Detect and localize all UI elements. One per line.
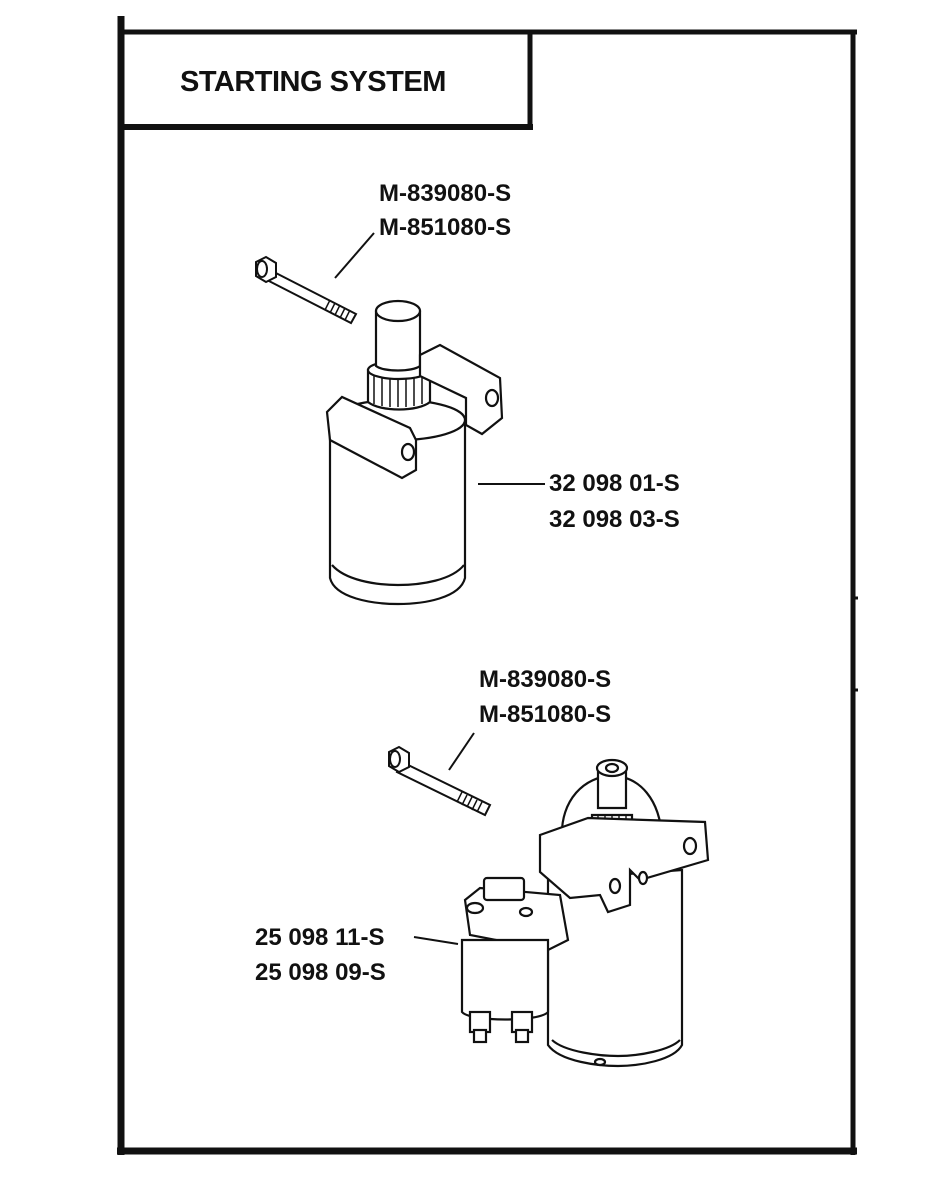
lower-starter-part-number-2: 25 098 09-S xyxy=(255,959,386,986)
section-title: STARTING SYSTEM xyxy=(180,66,446,98)
lower-bolt-leader-line xyxy=(448,732,475,771)
lower-starter-illustration xyxy=(460,758,710,1068)
page-border xyxy=(117,16,858,1155)
upper-bolt-illustration xyxy=(255,255,358,325)
upper-starter-part-number-1: 32 098 01-S xyxy=(549,470,680,497)
upper-starter-part-number-2: 32 098 03-S xyxy=(549,506,680,533)
upper-bolt-part-number-2: M-851080-S xyxy=(379,214,512,241)
upper-bolt-part-number-1: M-839080-S xyxy=(379,180,512,207)
lower-bolt-part-number-2: M-851080-S xyxy=(479,701,612,728)
title-box-border xyxy=(121,32,533,130)
lower-bolt-illustration xyxy=(388,745,492,817)
lower-bolt-part-number-1: M-839080-S xyxy=(479,666,612,693)
lower-starter-part-number-1: 25 098 11-S xyxy=(255,924,385,951)
upper-bolt-leader-line xyxy=(334,232,375,279)
lower-starter-leader-line xyxy=(413,936,459,945)
upper-starter-illustration xyxy=(325,299,504,606)
